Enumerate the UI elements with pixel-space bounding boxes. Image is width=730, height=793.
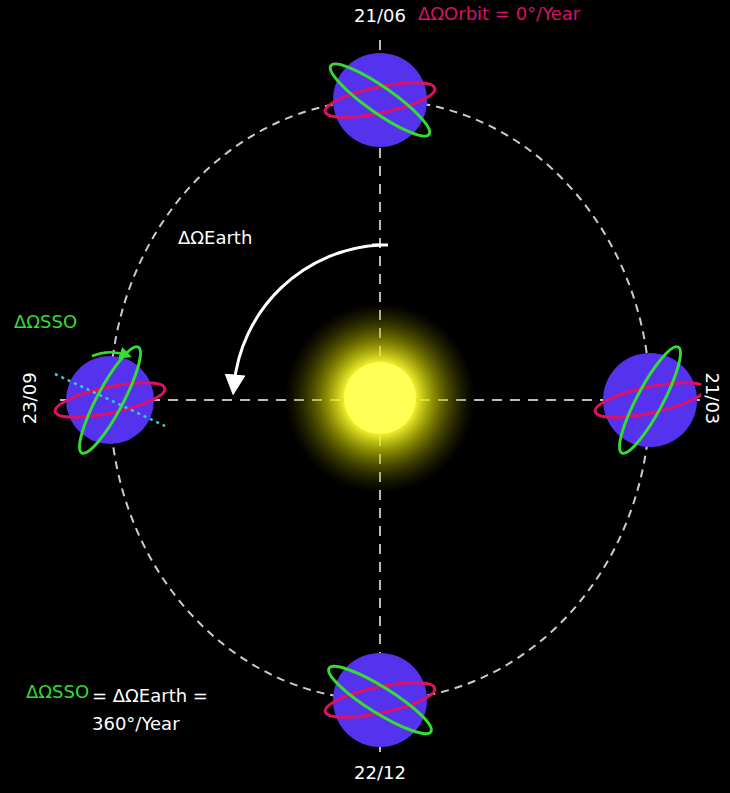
earth — [322, 653, 438, 747]
earth-globe — [603, 353, 697, 447]
equator-orbit — [53, 376, 168, 425]
earth — [593, 341, 708, 459]
equator-orbit — [323, 676, 438, 725]
diagram-label: ΔΩEarth — [176, 228, 254, 249]
earth-precession-arrow — [234, 245, 380, 385]
sso-orbit — [70, 341, 149, 459]
sso-orbit — [610, 341, 689, 459]
diagram-label: ΔΩOrbit = 0°/Year — [416, 4, 582, 25]
equator-orbit — [593, 376, 708, 425]
diagram-label: ΔΩSSO — [24, 682, 91, 703]
sso-precession-arrow — [92, 352, 126, 356]
diagram-label: = ΔΩEarth = 360°/Year — [90, 682, 254, 738]
sso-orbit — [322, 657, 438, 743]
diagram-label: ΔΩSSO — [12, 312, 79, 333]
diagram-label: 21/06 — [352, 6, 408, 27]
sun — [285, 303, 475, 493]
earth-globe — [66, 356, 154, 444]
diagram-label: 22/12 — [352, 763, 408, 784]
earth-globe — [333, 653, 427, 747]
earth — [323, 53, 438, 147]
sso-orbit — [323, 55, 436, 145]
sun-core — [344, 362, 416, 434]
diagram-label: 23/09 — [20, 370, 41, 426]
earth — [53, 341, 168, 459]
previous-orbit-plane — [55, 374, 165, 426]
diagram-label: 21/03 — [702, 370, 723, 426]
